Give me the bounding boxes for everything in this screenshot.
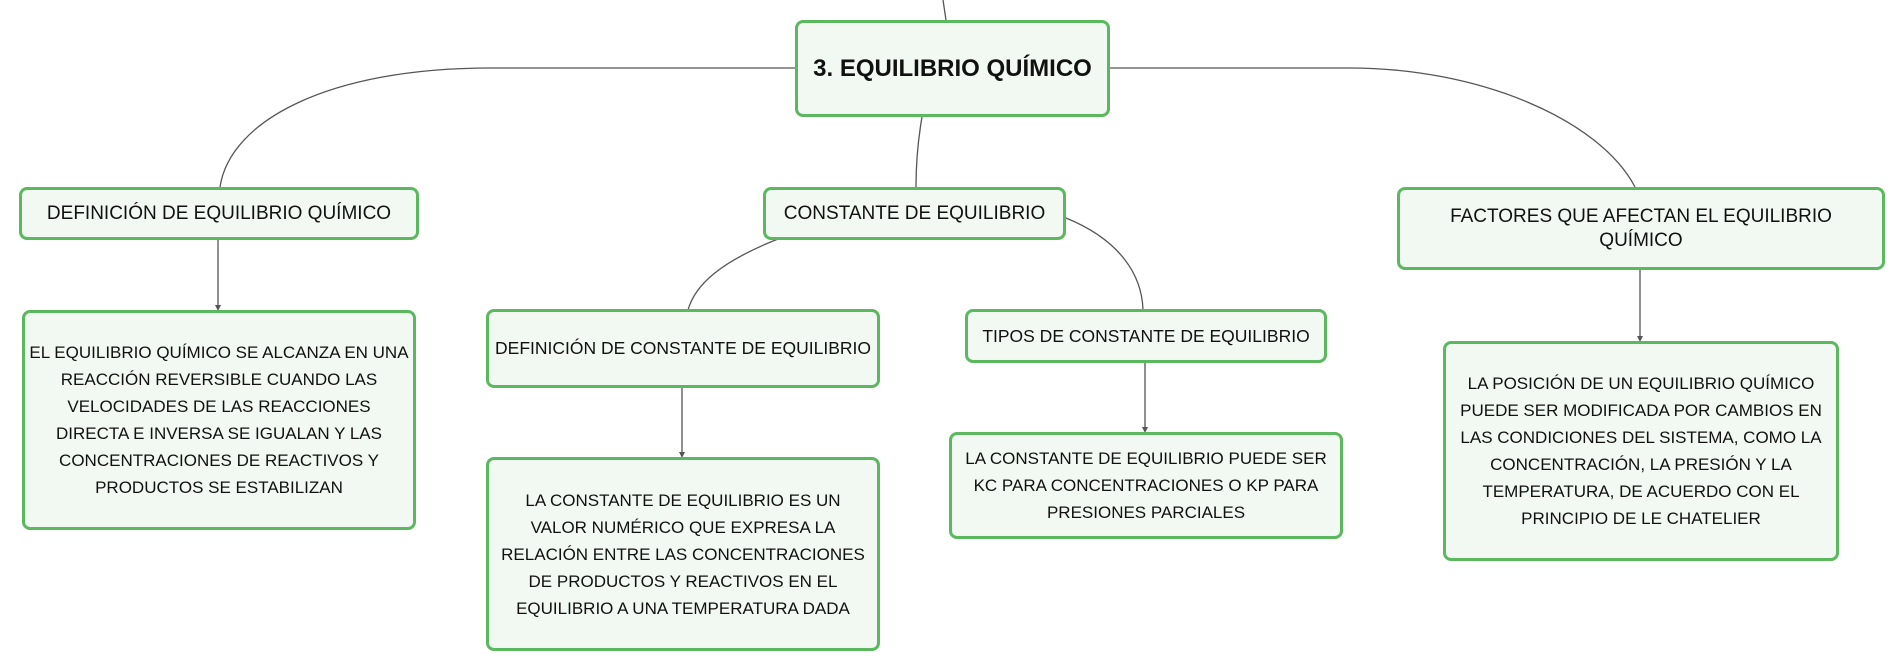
node-definicion-constante[interactable]: DEFINICIÓN DE CONSTANTE DE EQUILIBRIO xyxy=(486,309,880,388)
connector-root-factores xyxy=(1110,67,1636,188)
node-constante-equilibrio-label: CONSTANTE DE EQUILIBRIO xyxy=(783,202,1046,224)
node-tipos-constante[interactable]: TIPOS DE CONSTANTE DE EQUILIBRIO xyxy=(965,309,1327,363)
connector-parent-root xyxy=(942,0,947,21)
node-definicion-equilibrio-detail[interactable]: EL EQUILIBRIO QUÍMICO SE ALCANZA EN UNA … xyxy=(22,310,416,530)
arrowhead-definicion-detail xyxy=(215,305,221,311)
node-definicion-constante-detail[interactable]: LA CONSTANTE DE EQUILIBRIO ES UN VALOR N… xyxy=(486,457,880,651)
node-tipos-constante-detail[interactable]: LA CONSTANTE DE EQUILIBRIO PUEDE SER KC … xyxy=(949,432,1343,539)
node-definicion-equilibrio-label: DEFINICIÓN DE EQUILIBRIO QUÍMICO xyxy=(46,202,392,224)
node-factores-equilibrio-detail[interactable]: LA POSICIÓN DE UN EQUILIBRIO QUÍMICO PUE… xyxy=(1443,341,1839,561)
root-node[interactable]: 3. EQUILIBRIO QUÍMICO xyxy=(795,20,1110,117)
arrowhead-defconst-detail xyxy=(679,452,685,458)
connector-constante-definicion xyxy=(687,238,779,311)
node-definicion-equilibrio-detail-text: EL EQUILIBRIO QUÍMICO SE ALCANZA EN UNA … xyxy=(29,343,409,497)
node-factores-equilibrio-detail-text: LA POSICIÓN DE UN EQUILIBRIO QUÍMICO PUE… xyxy=(1460,374,1822,528)
node-tipos-constante-detail-text: LA CONSTANTE DE EQUILIBRIO PUEDE SER KC … xyxy=(965,449,1327,522)
node-factores-equilibrio-label: FACTORES QUE AFECTAN EL EQUILIBRIO QUÍMI… xyxy=(1450,205,1832,251)
connector-constante-tipos xyxy=(1065,217,1144,311)
connector-root-constante xyxy=(915,116,923,188)
arrowhead-tipos-detail xyxy=(1142,427,1148,433)
node-constante-equilibrio[interactable]: CONSTANTE DE EQUILIBRIO xyxy=(763,187,1066,240)
node-definicion-constante-label: DEFINICIÓN DE CONSTANTE DE EQUILIBRIO xyxy=(495,338,871,358)
node-tipos-constante-label: TIPOS DE CONSTANTE DE EQUILIBRIO xyxy=(982,325,1310,346)
connector-root-definicion xyxy=(219,67,795,188)
node-definicion-constante-detail-text: LA CONSTANTE DE EQUILIBRIO ES UN VALOR N… xyxy=(501,490,865,618)
node-definicion-equilibrio[interactable]: DEFINICIÓN DE EQUILIBRIO QUÍMICO xyxy=(19,187,419,240)
node-factores-equilibrio[interactable]: FACTORES QUE AFECTAN EL EQUILIBRIO QUÍMI… xyxy=(1397,187,1885,270)
arrowhead-factores-detail xyxy=(1637,336,1643,342)
root-node-label: 3. EQUILIBRIO QUÍMICO xyxy=(813,54,1092,82)
